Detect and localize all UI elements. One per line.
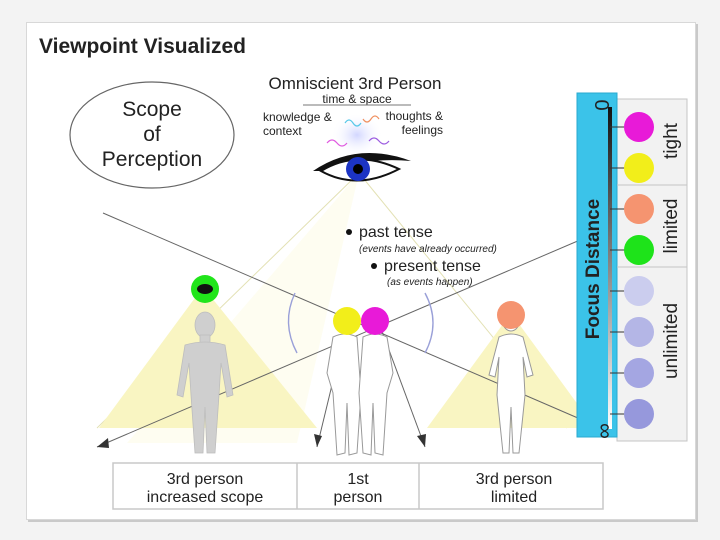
scope-line-1: Scope [122, 98, 182, 121]
eye-pupil [353, 164, 363, 174]
slide: Viewpoint Visualized Scope of Perception… [26, 22, 696, 520]
scope-ellipse [69, 81, 235, 189]
arrow-head-3 [314, 434, 322, 447]
thoughts-label-2: feelings [402, 123, 443, 137]
focus-dot [624, 358, 654, 388]
present-bullet [371, 263, 377, 269]
focus-dot [624, 153, 654, 183]
knowledge-label-2: context [263, 124, 302, 138]
knowledge-label-1: knowledge & [263, 110, 332, 124]
perception-arc-right [424, 292, 434, 354]
focus-rod [608, 107, 612, 429]
figure-center-right [358, 333, 394, 456]
focus-dots [610, 112, 654, 429]
focus-dot [624, 194, 654, 224]
cell-3-line-1: 3rd person [476, 471, 553, 488]
arrow-head-4 [417, 434, 426, 447]
focus-dot [624, 399, 654, 429]
thoughts-label-1: thoughts & [386, 109, 443, 123]
focus-dot [624, 112, 654, 142]
cell-2-line-2: person [334, 489, 383, 506]
head-marker-magenta [361, 307, 389, 335]
band-tight: tight [661, 122, 682, 159]
viewpoint-diagram: Viewpoint Visualized Scope of Perception… [39, 35, 688, 510]
cell-1-line-1: 3rd person [167, 471, 244, 488]
focus-dot [624, 276, 654, 306]
squiggle-1 [326, 139, 348, 147]
past-tense-label: past tense [359, 224, 433, 241]
focus-zero: 0 [592, 99, 614, 110]
figure-center-left [326, 333, 362, 456]
page-title: Viewpoint Visualized [39, 35, 246, 58]
present-tense-note: (as events happen) [387, 277, 473, 288]
arrow-head-2 [97, 438, 109, 448]
cell-1-line-2: increased scope [147, 489, 264, 506]
head-marker-orange [497, 301, 525, 329]
squiggle-2 [344, 119, 362, 127]
focus-infinity: ∞ [591, 423, 616, 439]
focus-panel-bg [616, 98, 688, 442]
present-tense-label: present tense [384, 258, 481, 275]
omniscient-title: Omniscient 3rd Person [269, 74, 442, 93]
figure-left [176, 311, 234, 454]
eye-halo [331, 113, 383, 157]
focus-title: Focus Distance [583, 199, 604, 339]
focus-dot [624, 235, 654, 265]
squiggle-4 [368, 137, 390, 145]
band-unlimited: unlimited [661, 303, 682, 379]
band-limited: limited [661, 199, 682, 254]
head-marker-yellow [333, 307, 361, 335]
focus-dot [624, 317, 654, 347]
past-bullet [346, 229, 352, 235]
cell-2-line-1: 1st [347, 471, 369, 488]
time-space-label: time & space [322, 92, 392, 106]
perception-arc-left [287, 292, 298, 354]
bottom-table [112, 462, 604, 510]
squiggle-3 [362, 115, 380, 123]
scope-line-3: Perception [102, 148, 202, 171]
past-tense-note: (events have already occurred) [359, 244, 497, 255]
cell-3-line-2: limited [491, 489, 537, 506]
head-marker-green-eye [197, 284, 213, 294]
scope-line-2: of [143, 123, 161, 146]
